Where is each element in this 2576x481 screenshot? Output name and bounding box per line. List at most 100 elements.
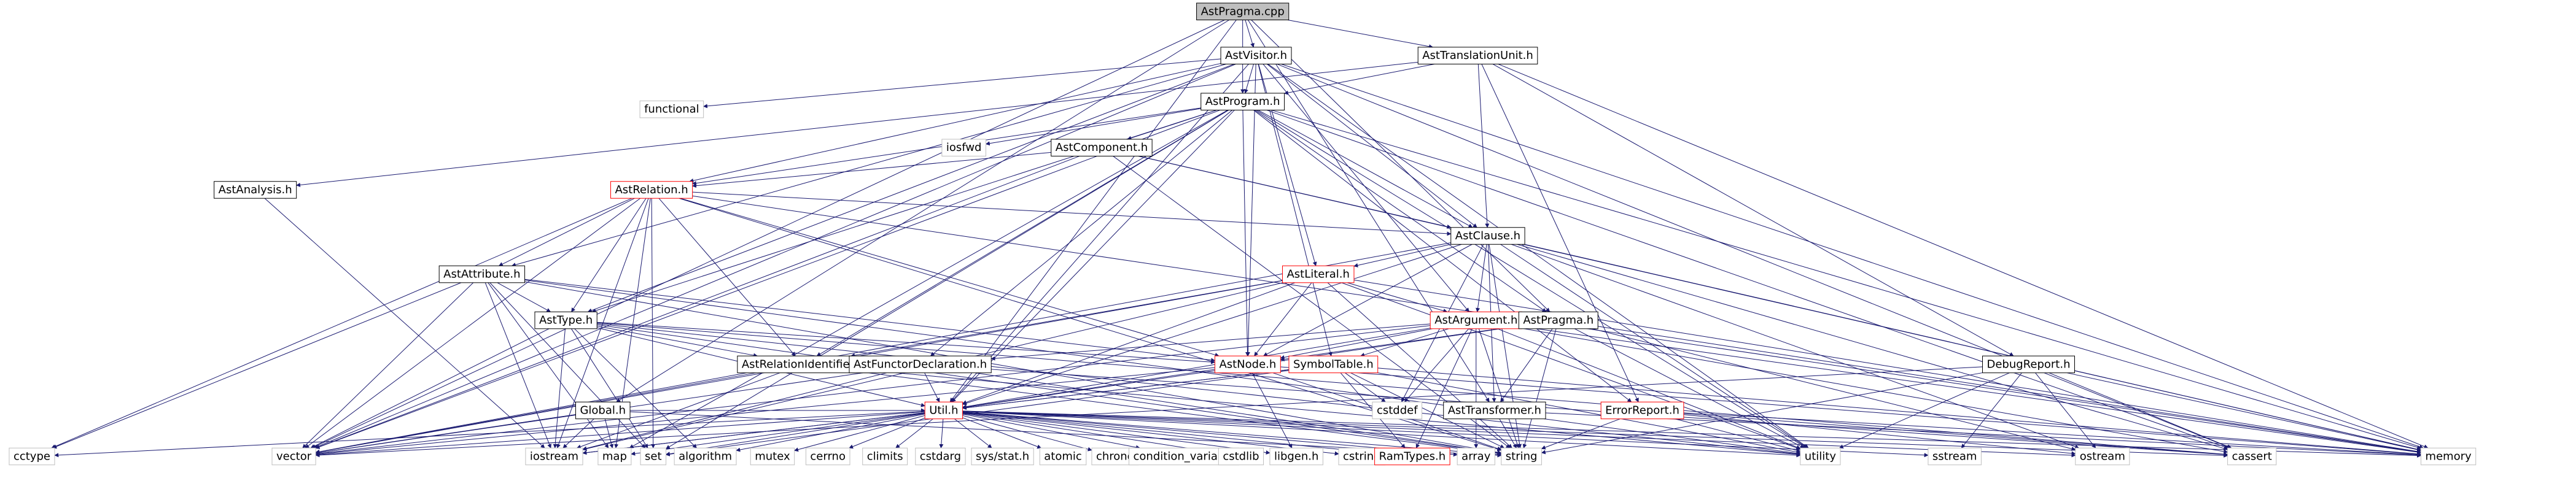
node-label: AstComponent.h: [1056, 141, 1148, 154]
edge-astliteral-to-utility: [1341, 282, 1801, 450]
edge-symboltable-to-cstddef: [1345, 372, 1386, 402]
edge-astrelid-to-vector: [315, 372, 757, 454]
node-iostream: iostream: [525, 447, 583, 466]
edge-astprogram-to-astrelid: [816, 110, 1229, 356]
node-label: AstRelationIdentifier.h: [742, 358, 864, 371]
node-astcomponent[interactable]: AstComponent.h: [1051, 139, 1153, 156]
edge-astfuncdecl-to-util: [924, 372, 940, 402]
node-label: Util.h: [929, 404, 958, 417]
node-astliteral[interactable]: AstLiteral.h: [1282, 265, 1355, 283]
node-label: vector: [276, 450, 312, 463]
edge-astliteral-to-string: [1327, 282, 1512, 448]
edge-astanalysis-to-iostream: [264, 198, 545, 448]
edge-asttu-to-astclause: [1477, 64, 1490, 228]
node-sstream: sstream: [1928, 447, 1982, 466]
edge-asttu-to-astprogram: [1283, 63, 1435, 95]
node-box: [1928, 447, 1982, 466]
edge-astfuncdecl-to-iostream: [582, 372, 887, 451]
edge-asttype-to-algorithm: [574, 328, 698, 448]
node-box: [214, 181, 297, 199]
node-astnode[interactable]: AstNode.h: [1214, 355, 1281, 374]
edge-util-to-algorithm: [736, 414, 925, 452]
node-errorreport[interactable]: ErrorReport.h: [1600, 401, 1684, 420]
node-atomic: atomic: [1039, 447, 1087, 466]
node-astprogram[interactable]: AstProgram.h: [1200, 93, 1285, 110]
node-astpragma[interactable]: AstPragma.h: [1518, 311, 1598, 329]
node-label: mutex: [755, 450, 790, 463]
node-astattribute[interactable]: AstAttribute.h: [438, 265, 526, 283]
node-box: [971, 447, 1034, 466]
node-box: [1282, 265, 1355, 283]
edge-astcomponent-to-vector: [315, 155, 1080, 449]
node-box: [941, 139, 986, 156]
node-box: [1200, 93, 1285, 110]
node-root[interactable]: AstPragma.cpp: [1196, 2, 1290, 21]
node-box: [1430, 311, 1522, 329]
edge-astnode-to-util: [962, 369, 1215, 409]
node-global[interactable]: Global.h: [575, 401, 631, 420]
edge-astrelation-to-astclause: [692, 191, 1452, 236]
edge-astliteral-to-astargument: [1347, 282, 1448, 313]
edge-astattribute-to-astnode: [524, 279, 1216, 363]
edge-root-to-global: [616, 20, 1229, 402]
edge-astrelation-to-asttype: [571, 198, 647, 312]
node-box: [575, 401, 631, 420]
node-box: [1501, 447, 1542, 466]
node-asttype[interactable]: AstType.h: [534, 311, 597, 329]
node-astargument[interactable]: AstArgument.h: [1430, 311, 1522, 329]
node-label: cstddef: [1377, 404, 1418, 417]
node-astanalysis[interactable]: AstAnalysis.h: [214, 181, 297, 199]
edge-astliteral-to-util: [962, 282, 1296, 404]
edge-astargument-to-cstddef: [1404, 328, 1469, 402]
node-box: [1518, 311, 1598, 329]
edge-astvisitor-to-astargument: [1263, 64, 1469, 312]
node-symboltable[interactable]: SymbolTable.h: [1288, 355, 1379, 374]
edge-util-to-climits: [895, 418, 933, 448]
node-debugreport[interactable]: DebugReport.h: [1982, 355, 2075, 374]
edge-asttype-to-set: [570, 328, 648, 448]
node-box: [525, 447, 583, 466]
node-utility: utility: [1800, 447, 1841, 466]
node-functional: functional: [639, 100, 704, 118]
edge-astprogram-to-astclause: [1258, 109, 1473, 228]
edge-debugreport-to-utility: [1839, 372, 2010, 448]
edge-astvisitor-to-util: [951, 64, 1249, 402]
edge-util-to-cctype: [54, 411, 925, 458]
node-util[interactable]: Util.h: [924, 401, 963, 420]
edge-astrelid-to-string: [868, 372, 1502, 456]
node-climits: climits: [862, 447, 908, 466]
edge-root-to-astpragma: [1251, 20, 1551, 312]
node-label: cctype: [14, 450, 50, 463]
edge-asttu-to-errorreport: [1481, 64, 1639, 402]
edge-astclause-to-vector: [315, 242, 1451, 454]
node-label: sys/stat.h: [976, 450, 1029, 463]
edge-astprogram-to-astfuncdecl: [930, 110, 1233, 356]
node-sysstat: sys/stat.h: [971, 447, 1034, 466]
node-astfuncdecl[interactable]: AstFunctorDeclaration.h: [849, 355, 992, 374]
node-label: algorithm: [679, 450, 732, 463]
node-astvisitor[interactable]: AstVisitor.h: [1220, 47, 1292, 64]
node-astrelation[interactable]: AstRelation.h: [610, 181, 693, 199]
node-box: [2421, 447, 2477, 466]
edge-astprogram-to-cassert: [1266, 109, 2228, 449]
node-label: AstFunctorDeclaration.h: [854, 358, 987, 371]
node-astrelid[interactable]: AstRelationIdentifier.h: [737, 355, 868, 374]
node-box: [1443, 401, 1546, 420]
edge-errorreport-to-memory: [1683, 412, 2422, 457]
node-asttransformer[interactable]: AstTransformer.h: [1443, 401, 1546, 420]
edge-astvisitor-to-cassert: [1277, 63, 2232, 449]
node-box: [862, 447, 908, 466]
node-label: iosfwd: [946, 141, 982, 154]
edge-astfuncdecl-to-string: [975, 372, 1502, 455]
node-ramtypes[interactable]: RamTypes.h: [1374, 447, 1450, 466]
edge-global-to-map: [604, 418, 614, 448]
node-asttu[interactable]: AstTranslationUnit.h: [1417, 47, 1538, 64]
node-label: AstClause.h: [1455, 229, 1520, 242]
node-label: AstPragma.h: [1523, 314, 1593, 327]
edge-astargument-to-string: [1478, 328, 1520, 448]
node-label: functional: [644, 103, 699, 116]
node-astclause[interactable]: AstClause.h: [1450, 227, 1525, 245]
edge-astvisitor-to-astclause: [1266, 64, 1477, 228]
edge-astpragma-to-asttransformer: [1500, 328, 1553, 402]
